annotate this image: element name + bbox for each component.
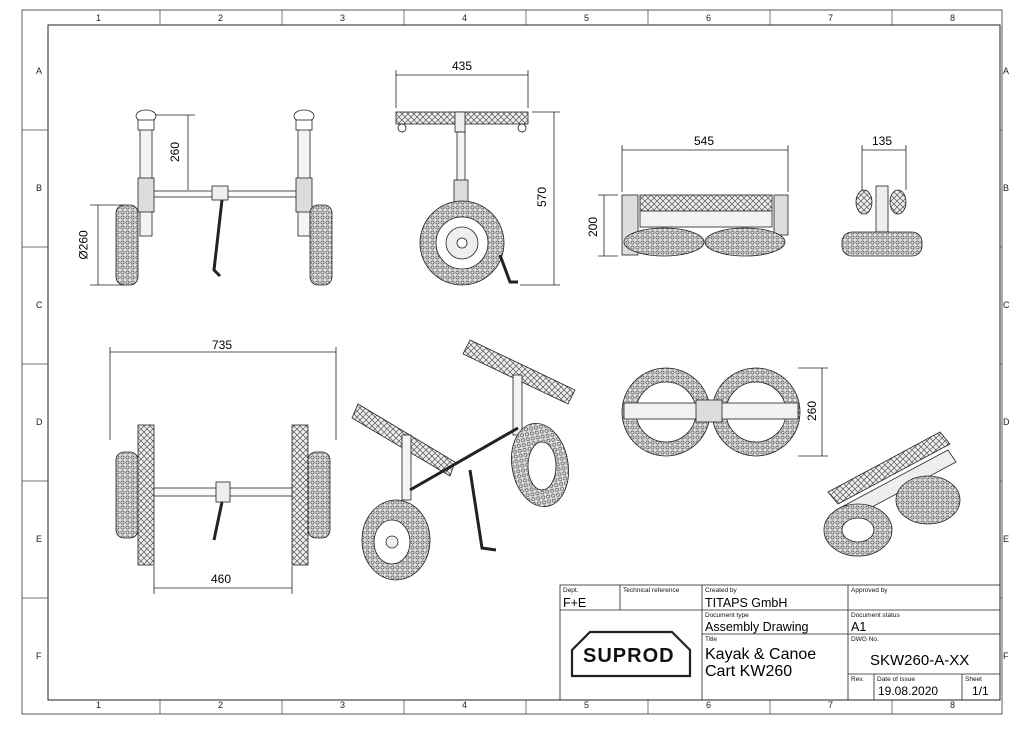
- tech-ref-label: Technical reference: [623, 587, 680, 594]
- zone-ticks: [22, 10, 1002, 714]
- row-label-left-A: A: [36, 65, 43, 76]
- date-label: Date of issue: [877, 676, 915, 683]
- dim-wheel-dia: Ø260: [76, 230, 91, 260]
- sheet-value: 1/1: [972, 684, 989, 698]
- doc-status-label: Document status: [851, 612, 900, 619]
- dim-fold-height: 200: [586, 216, 601, 238]
- row-label-right-A: A: [1003, 65, 1010, 76]
- approved-by-label: Approved by: [851, 587, 888, 594]
- dwg-no-value: SKW260-A-XX: [870, 652, 970, 669]
- row-label-right-E: E: [1003, 533, 1010, 544]
- column-label-top-3: 3: [340, 13, 346, 23]
- column-label-bot-5: 5: [584, 700, 590, 710]
- title-line1: Kayak & Canoe: [705, 646, 817, 663]
- dim-folded-plan: 260: [805, 400, 820, 422]
- inner-border: [47, 24, 1001, 701]
- column-label-top-2: 2: [218, 13, 224, 23]
- top-view: [109, 347, 337, 594]
- title-block: [559, 584, 1001, 701]
- dim-side-height: 570: [535, 186, 550, 208]
- column-label-bot-7: 7: [828, 700, 834, 710]
- isometric-view: [351, 339, 576, 581]
- folded-isometric-view: [823, 431, 961, 557]
- dim-side-width: 435: [452, 59, 473, 73]
- logo-outline: [570, 630, 692, 678]
- row-label-left-E: E: [36, 533, 43, 544]
- sheet-label: Sheet: [965, 676, 982, 683]
- date-value: 19.08.2020: [878, 684, 939, 698]
- title-line2: Cart KW260: [705, 663, 793, 680]
- row-label-left-C: C: [36, 299, 43, 310]
- row-label-right-B: B: [1003, 182, 1010, 193]
- outer-border: [21, 9, 1003, 715]
- column-label-top-1: 1: [96, 13, 102, 23]
- column-label-top-6: 6: [706, 13, 712, 23]
- dim-top-width: 735: [212, 338, 233, 352]
- row-label-right-D: D: [1003, 416, 1010, 427]
- column-label-bot-6: 6: [706, 700, 712, 710]
- column-label-bot-2: 2: [218, 700, 224, 710]
- rev-label: Rev.: [851, 676, 864, 683]
- side-view: [395, 70, 560, 286]
- title-label: Title: [705, 636, 718, 643]
- folded-plan-view: [621, 367, 828, 457]
- dim-top-axle: 460: [211, 572, 232, 586]
- row-label-left-D: D: [36, 416, 43, 427]
- created-by-value: TITAPS GmbH: [705, 596, 788, 610]
- company-logo-text: SUPROD: [583, 645, 675, 667]
- row-label-right-C: C: [1003, 299, 1010, 310]
- column-label-bot-1: 1: [96, 700, 102, 710]
- column-label-top-5: 5: [584, 13, 590, 23]
- doc-type-label: Document type: [705, 612, 749, 619]
- doc-type-value: Assembly Drawing: [705, 620, 809, 634]
- dim-fold-depth: 135: [872, 134, 893, 148]
- dept-value: F+E: [563, 596, 587, 610]
- column-label-bot-4: 4: [462, 700, 468, 710]
- row-label-left-F: F: [36, 650, 42, 661]
- column-label-top-8: 8: [950, 13, 956, 23]
- column-label-bot-8: 8: [950, 700, 956, 710]
- dept-label: Dept.: [563, 587, 579, 594]
- row-label-left-B: B: [36, 182, 43, 193]
- dwg-no-label: DWG No.: [851, 636, 879, 643]
- column-label-top-7: 7: [828, 13, 834, 23]
- folded-view: [598, 145, 789, 257]
- created-by-label: Created by: [705, 587, 737, 594]
- dim-fold-width: 545: [694, 134, 715, 148]
- column-label-bot-3: 3: [340, 700, 346, 710]
- dim-front-height: 260: [168, 141, 183, 163]
- doc-status-value: A1: [851, 620, 867, 634]
- folded-end-view: [841, 145, 923, 257]
- column-label-top-4: 4: [462, 13, 468, 23]
- front-view: [90, 109, 333, 286]
- row-label-right-F: F: [1003, 650, 1009, 661]
